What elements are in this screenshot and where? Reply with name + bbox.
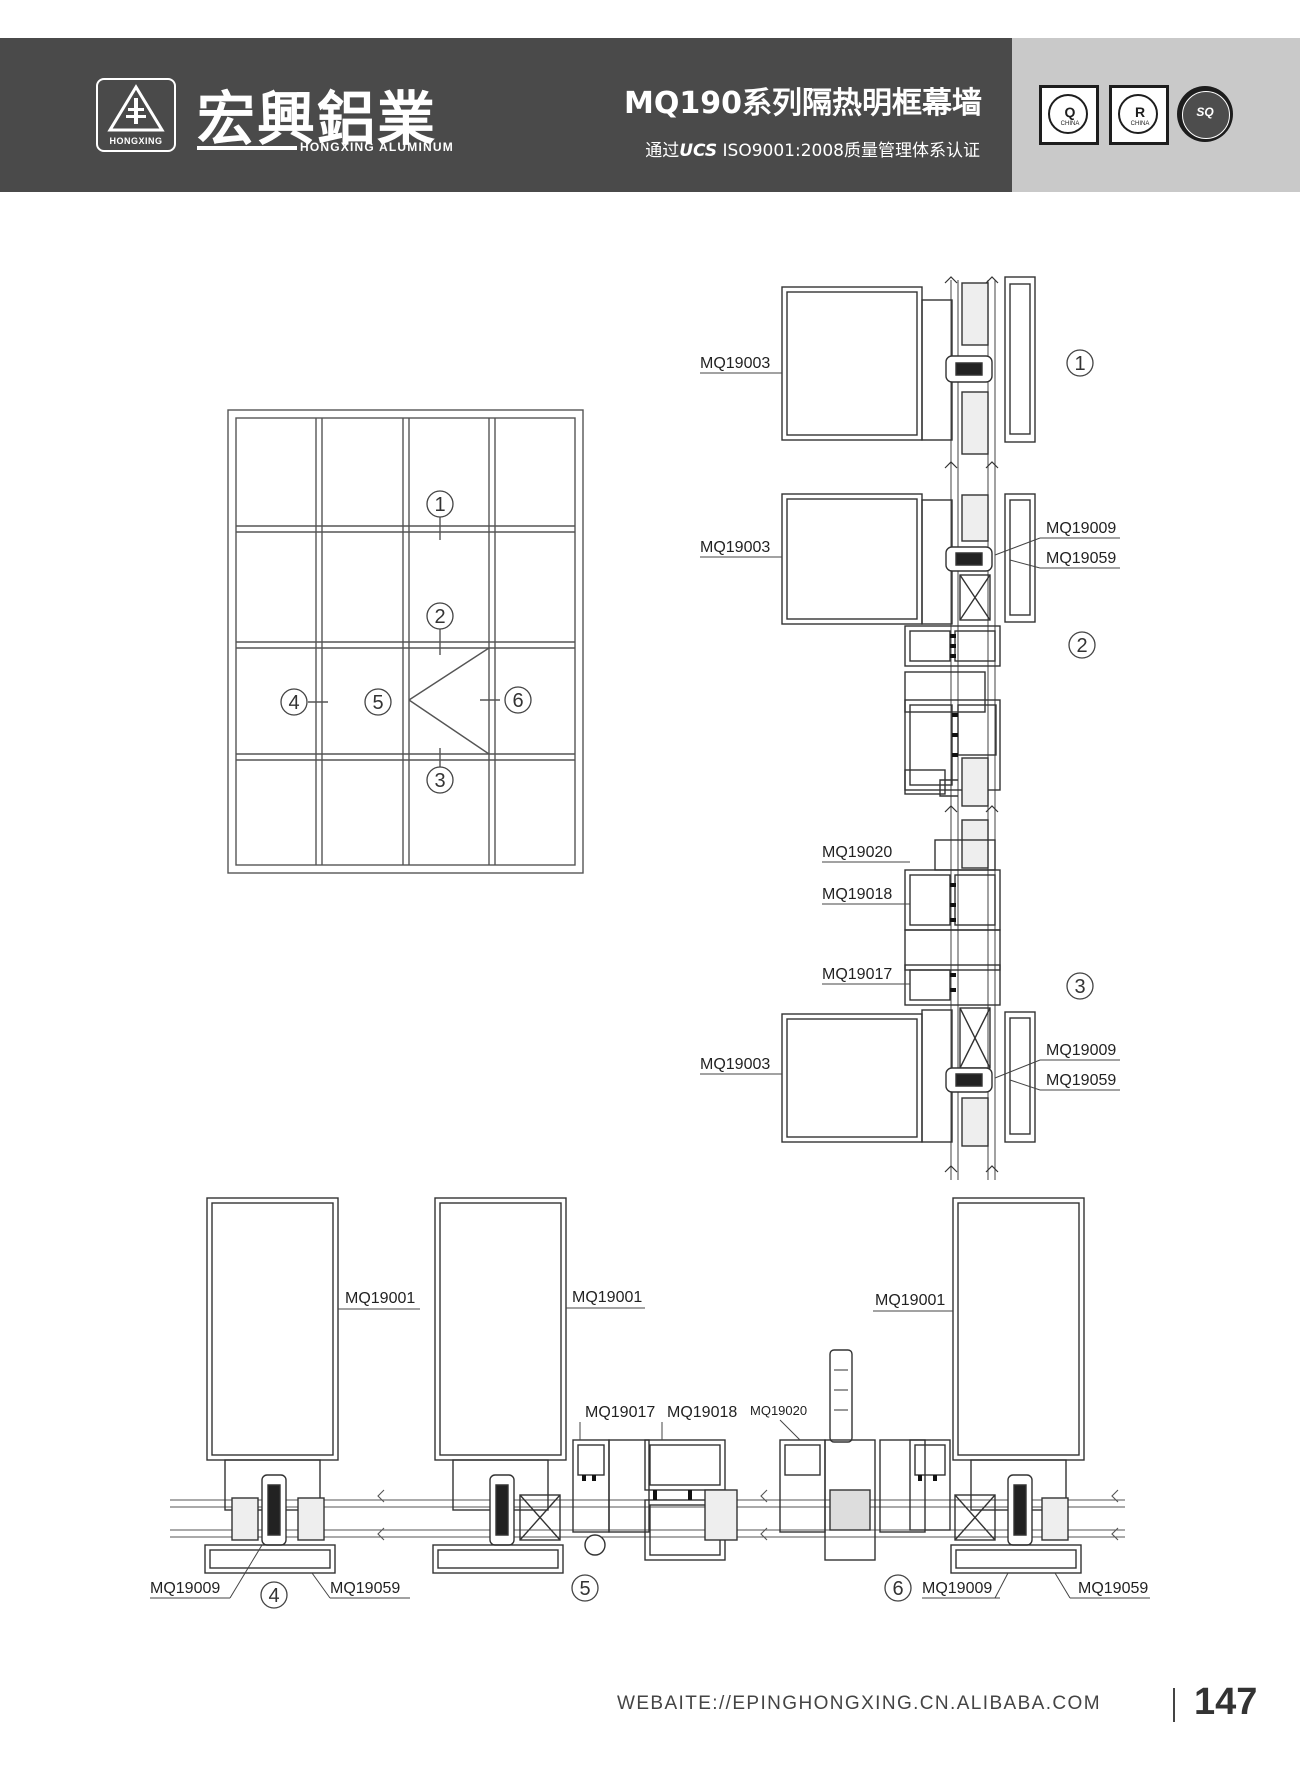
vertical-markers: 1 2 3 [1066, 349, 1096, 1000]
label-mq19018: MQ19018 [822, 886, 892, 903]
label-mq19017: MQ19017 [822, 966, 892, 983]
globe-cert-icon: SQ [1177, 86, 1233, 142]
section-marker-2: 2 [1068, 631, 1096, 659]
horizontal-leaders [150, 1307, 1150, 1599]
mullion-section-6 [950, 1459, 1082, 1574]
svg-text:5: 5 [579, 1578, 590, 1600]
footer-url: WEBAITE://EPINGHONGXING.CN.ALIBABA.COM [617, 1693, 1101, 1714]
brand-rule [197, 146, 297, 150]
elevation-marker-4: 4 [280, 688, 308, 716]
svg-text:5: 5 [372, 692, 383, 714]
horizontal-labels: MQ19001 MQ19001 MQ19001 MQ19017 MQ19018 … [150, 1289, 1148, 1597]
svg-text:6: 6 [512, 690, 523, 712]
mullion-section-4 [204, 1459, 336, 1574]
label-mq19009-a: MQ19009 [1046, 520, 1116, 537]
elevation-marker-3: 3 [426, 766, 454, 794]
label-mq19020: MQ19020 [822, 844, 892, 861]
label-mq19059-a: MQ19059 [330, 1580, 400, 1597]
label-mq19003-b: MQ19003 [700, 539, 770, 556]
elevation-marker-5: 5 [364, 688, 392, 716]
elevation-marker-6: 6 [504, 686, 532, 714]
mullion-section-5 [432, 1459, 564, 1574]
triangle-logo-icon [107, 84, 165, 132]
svg-text:2: 2 [1076, 635, 1087, 657]
label-mq19003-a: MQ19003 [700, 355, 770, 372]
series-title: MQ190系列隔热明框幕墙 [624, 86, 982, 121]
label-mq19059-a: MQ19059 [1046, 550, 1116, 567]
vent-section-5 [572, 1439, 738, 1561]
label-mq19001-c: MQ19001 [875, 1292, 945, 1309]
label-mq19018: MQ19018 [667, 1404, 737, 1421]
vertical-labels: MQ19003 MQ19003 MQ19009 MQ19059 MQ19020 … [700, 355, 1116, 1089]
brand-name-cn: 宏興鋁業 [197, 85, 438, 153]
section-marker-1: 1 [1066, 349, 1094, 377]
section-marker-3: 3 [1066, 972, 1094, 1000]
elevation-marker-1: 1 [426, 490, 454, 518]
label-mq19059-b: MQ19059 [1078, 1580, 1148, 1597]
svg-text:1: 1 [1074, 353, 1085, 375]
label-mq19003-c: MQ19003 [700, 1056, 770, 1073]
svg-text:3: 3 [434, 770, 445, 792]
label-mq19009-b: MQ19009 [922, 1580, 992, 1597]
ucs-mark: UCS [679, 141, 718, 161]
label-mq19001-b: MQ19001 [572, 1289, 642, 1306]
logo-badge-text: HONGXING [109, 136, 163, 146]
elevation-marker-2: 2 [426, 602, 454, 630]
cert-prefix: 通过 [645, 141, 680, 161]
certification-line: 通过UCS ISO9001:2008质量管理体系认证 [645, 136, 980, 161]
svg-text:4: 4 [268, 1585, 279, 1607]
section-marker-5: 5 [571, 1574, 599, 1602]
header-dark-band [0, 38, 1012, 192]
footer-divider [1173, 1688, 1175, 1722]
horizontal-markers: 4 5 6 [260, 1574, 912, 1609]
svg-text:3: 3 [1074, 976, 1085, 998]
svg-text:4: 4 [288, 692, 299, 714]
transom-section-2 [781, 493, 1036, 625]
page-number: 147 [1194, 1681, 1258, 1723]
elevation-markers: 1 2 3 4 5 6 [280, 490, 532, 794]
page-header: HONGXING 宏興鋁業 HONGXING ALUMINUM MQ190系列隔… [0, 38, 1300, 192]
brand-name-en: HONGXING ALUMINUM [300, 140, 454, 154]
svg-text:6: 6 [892, 1578, 903, 1600]
vertical-section [700, 276, 1120, 1180]
vertical-leaders [700, 372, 1120, 1091]
transom-section-1 [781, 276, 1036, 455]
cert-suffix: ISO9001:2008质量管理体系认证 [717, 141, 980, 161]
svg-text:1: 1 [434, 494, 445, 516]
break-marks [944, 276, 999, 1173]
svg-text:2: 2 [434, 606, 445, 628]
vent-lower [904, 819, 1001, 1006]
section-marker-4: 4 [260, 1581, 288, 1609]
elevation-view [227, 409, 584, 874]
label-mq19020: MQ19020 [750, 1403, 807, 1418]
label-mq19009-a: MQ19009 [150, 1580, 220, 1597]
company-logo: HONGXING [96, 78, 176, 152]
label-mq19001-a: MQ19001 [345, 1290, 415, 1307]
vent-section-6 [779, 1349, 951, 1561]
transom-section-3 [781, 1007, 1036, 1147]
vent-frame [904, 625, 1001, 807]
label-mq19059-b: MQ19059 [1046, 1072, 1116, 1089]
label-mq19009-b: MQ19009 [1046, 1042, 1116, 1059]
label-mq19017: MQ19017 [585, 1404, 655, 1421]
horizontal-section [150, 1197, 1150, 1599]
section-marker-6: 6 [884, 1574, 912, 1602]
